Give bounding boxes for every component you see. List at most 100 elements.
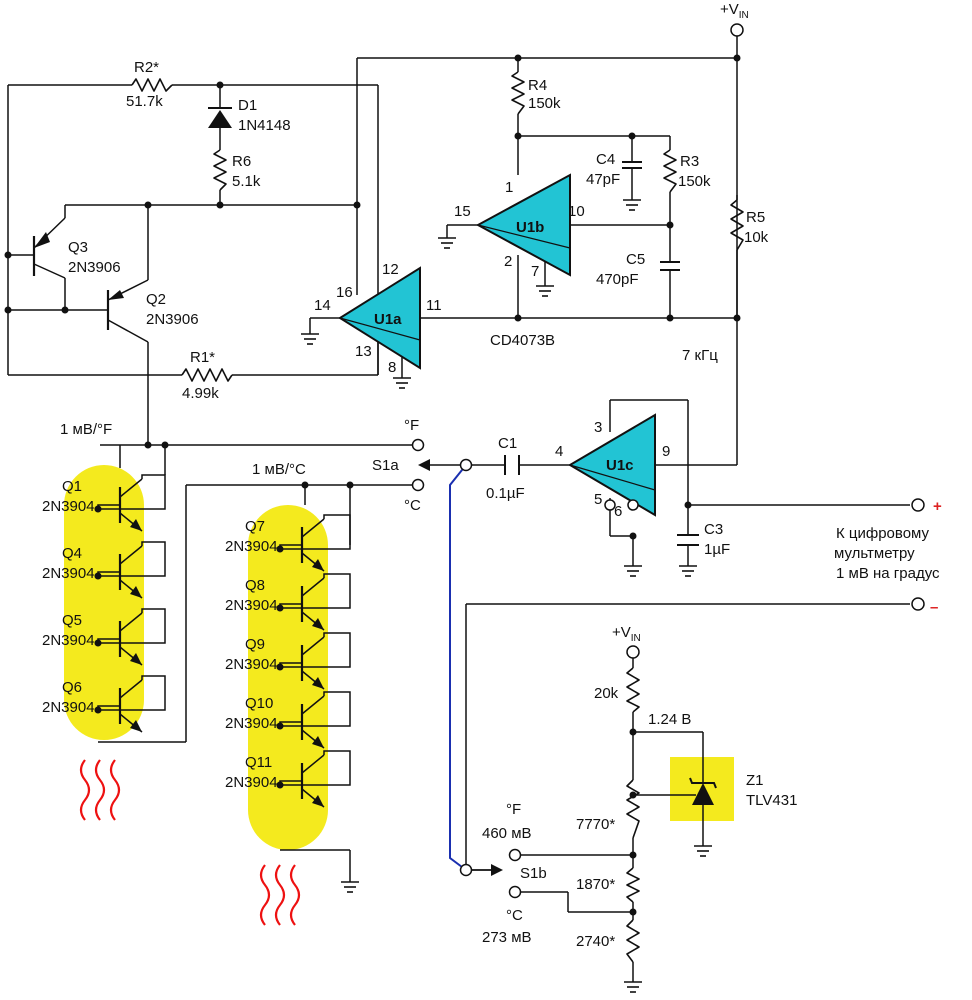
- u1b-opamp: [475, 173, 571, 277]
- r20k-label: 20k: [594, 685, 619, 702]
- left-sensor-highlight: [64, 465, 144, 740]
- q3-transistor: [32, 217, 66, 279]
- svg-text:12: 12: [382, 261, 399, 278]
- r6-resistor: [213, 149, 227, 191]
- c4-label: C4: [596, 151, 615, 168]
- sens-f-label: 1 мВ/°F: [60, 421, 112, 438]
- r2-value: 51.7k: [126, 93, 163, 110]
- ref-c-label: 273 мВ: [482, 929, 532, 946]
- q3-label: Q3: [68, 239, 88, 256]
- c1-label: C1: [498, 435, 517, 452]
- r7770-resistor: [626, 779, 640, 839]
- svg-text:3: 3: [594, 419, 602, 436]
- u1a-label: U1a: [374, 311, 402, 328]
- sensor-part-q5: 2N3904: [42, 632, 95, 649]
- svg-text:11: 11: [426, 297, 442, 314]
- r6-label: R6: [232, 153, 251, 170]
- r2-resistor: [131, 78, 173, 92]
- sensor-label-q7: Q7: [245, 518, 265, 535]
- c5-value: 470pF: [596, 271, 639, 288]
- r1-value: 4.99k: [182, 385, 219, 402]
- d1-part: 1N4148: [238, 117, 291, 134]
- s1a-switch[interactable]: [418, 459, 466, 471]
- q3-part: 2N3906: [68, 259, 121, 276]
- r2-label: R2*: [134, 59, 159, 76]
- d1-label: D1: [238, 97, 257, 114]
- freq-label: 7 кГц: [682, 347, 718, 364]
- sensor-transistor-q8: Q8 2N3904: [225, 573, 351, 631]
- svg-text:1: 1: [505, 179, 513, 196]
- s1b-deg-c: °C: [506, 907, 523, 924]
- minus-sign: –: [930, 599, 938, 616]
- z1-label: Z1: [746, 772, 764, 789]
- sensor-label-q6: Q6: [62, 679, 82, 696]
- r3-resistor: [663, 149, 677, 193]
- svg-text:6: 6: [614, 503, 622, 520]
- sensor-label-q4: Q4: [62, 545, 82, 562]
- sensor-label-q5: Q5: [62, 612, 82, 629]
- r1-resistor: [181, 368, 233, 382]
- pin-numbers: 1 2 7 10 15 12 16 14 11 13 8 3 4 5 6 9: [314, 179, 670, 520]
- sensor-label-q9: Q9: [245, 636, 265, 653]
- svg-text:5: 5: [594, 491, 602, 508]
- svg-text:7: 7: [531, 263, 539, 280]
- c4-value: 47pF: [586, 171, 620, 188]
- z1-part: TLV431: [746, 792, 797, 809]
- chip-label: CD4073B: [490, 332, 555, 349]
- sensor-part-q8: 2N3904: [225, 597, 278, 614]
- c3-value: 1µF: [704, 541, 730, 558]
- d1-diode: [208, 100, 232, 128]
- s1a-deg-c: °C: [404, 497, 421, 514]
- r1870-label: 1870*: [576, 876, 615, 893]
- vin2-label: +VIN: [612, 624, 641, 644]
- svg-text:16: 16: [336, 284, 353, 301]
- output-label-2: мультметру: [834, 545, 915, 562]
- r1870-resistor: [626, 867, 640, 903]
- svg-text:10: 10: [568, 203, 585, 220]
- sensor-part-q7: 2N3904: [225, 538, 278, 555]
- svg-text:14: 14: [314, 297, 331, 314]
- heat-waves-right: [259, 864, 301, 926]
- sensor-transistor-q5: Q5 2N3904: [42, 608, 166, 666]
- wires: [7, 36, 910, 982]
- q2-transistor: [106, 279, 149, 343]
- c5-label: C5: [626, 251, 645, 268]
- u1c-label: U1c: [606, 457, 634, 474]
- u1c-opamp: [568, 413, 656, 517]
- s1b-deg-f: °F: [506, 801, 521, 818]
- s1a-deg-f: °F: [404, 417, 419, 434]
- r2740-resistor: [626, 919, 640, 963]
- capacitors: [504, 161, 699, 546]
- plus-sign: +: [933, 498, 942, 515]
- z1-shunt-reference: [684, 775, 717, 810]
- sens-c-label: 1 мВ/°C: [252, 461, 306, 478]
- svg-text:9: 9: [662, 443, 670, 460]
- switch-mechanical-link: [449, 464, 467, 871]
- svg-text:13: 13: [355, 343, 372, 360]
- svg-text:15: 15: [454, 203, 471, 220]
- r5-resistor: [730, 199, 744, 251]
- q2-label: Q2: [146, 291, 166, 308]
- sensor-label-q11: Q11: [245, 754, 272, 771]
- c1-value: 0.1µF: [486, 485, 525, 502]
- r5-label: R5: [746, 209, 765, 226]
- r5-value: 10k: [744, 229, 769, 246]
- sensor-label-q1: Q1: [62, 478, 82, 495]
- junctions: [4, 54, 741, 916]
- r4-label: R4: [528, 77, 547, 94]
- r3-value: 150k: [678, 173, 711, 190]
- r20k-resistor: [626, 667, 640, 713]
- ref-f-label: 460 мВ: [482, 825, 532, 842]
- svg-text:4: 4: [555, 443, 563, 460]
- sensor-part-q10: 2N3904: [225, 715, 278, 732]
- r4-resistor: [511, 71, 525, 115]
- right-sensor-string: Q72N3904Q82N3904Q92N3904Q102N3904Q112N39…: [225, 514, 351, 808]
- r4-value: 150k: [528, 95, 561, 112]
- sensor-label-q8: Q8: [245, 577, 265, 594]
